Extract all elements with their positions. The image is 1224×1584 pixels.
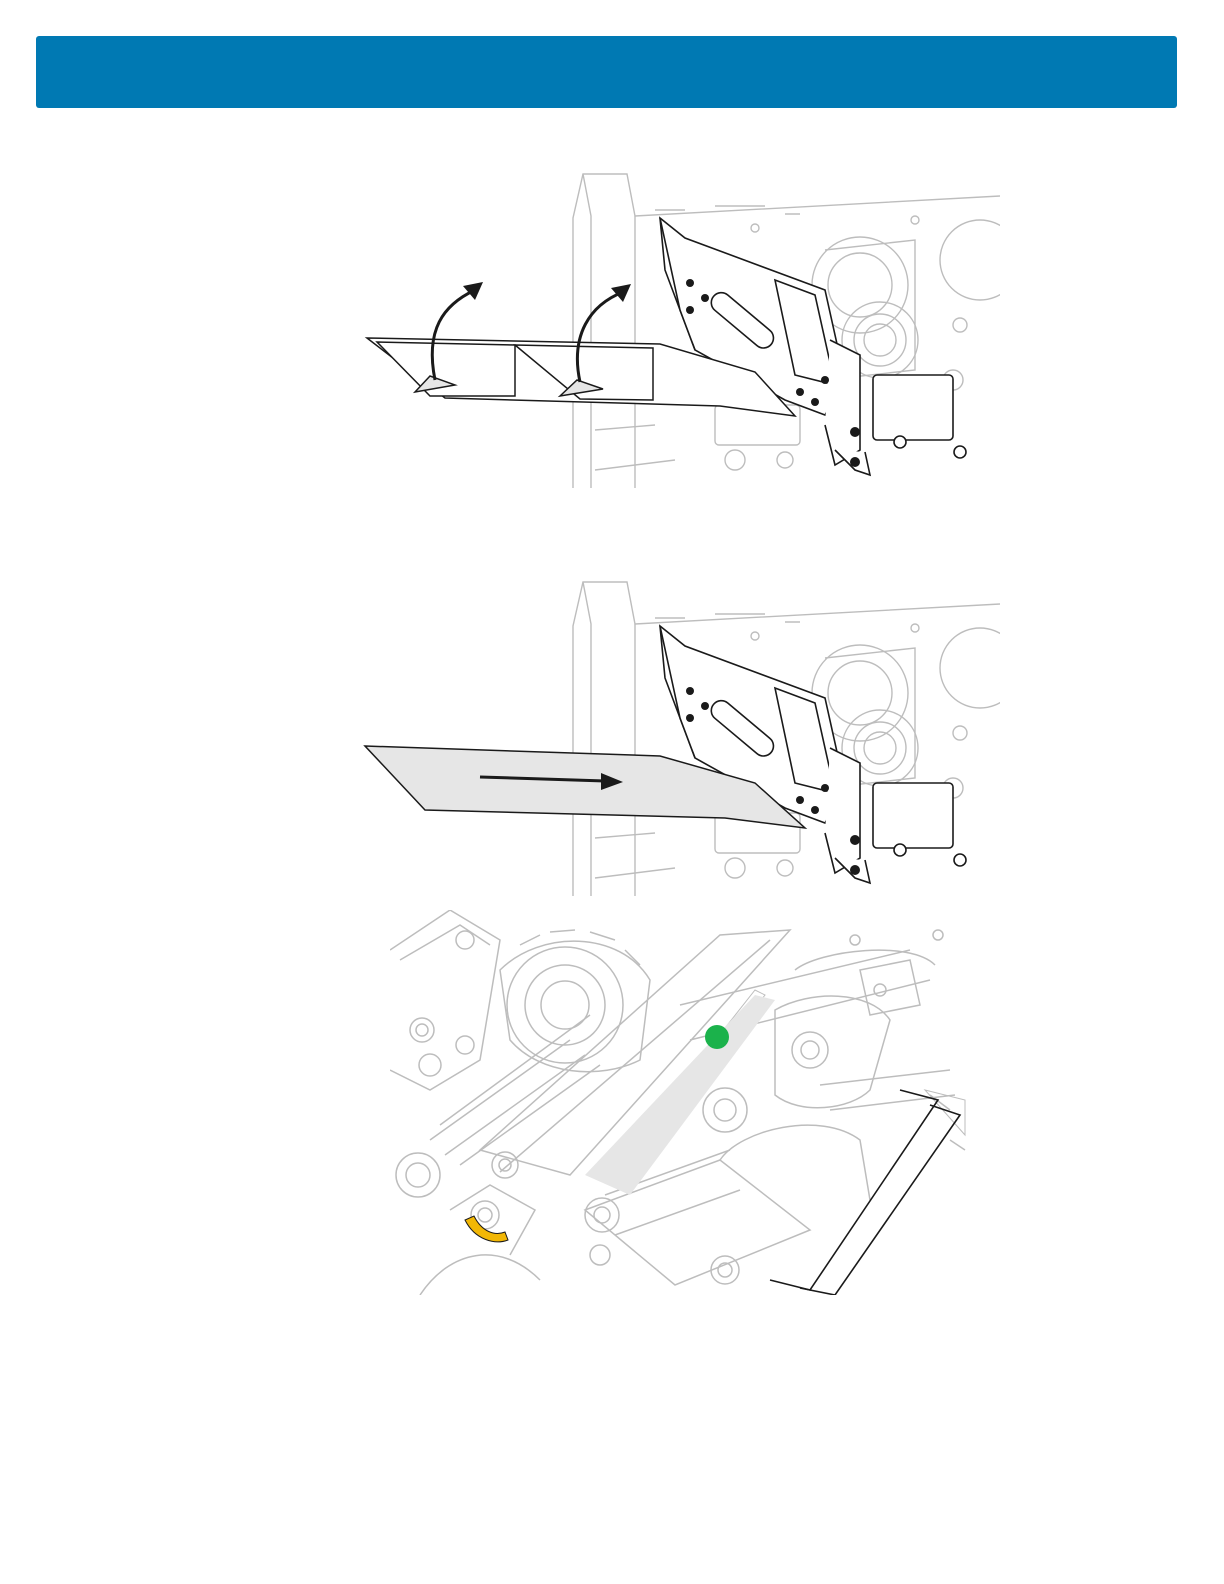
- media-path-closeup-illustration: [390, 910, 970, 1295]
- insert-liner-illustration: [355, 578, 1000, 896]
- remove-labels-illustration: [355, 170, 1000, 488]
- green-indicator-dot: [705, 1025, 729, 1049]
- header-bar: [36, 36, 1177, 108]
